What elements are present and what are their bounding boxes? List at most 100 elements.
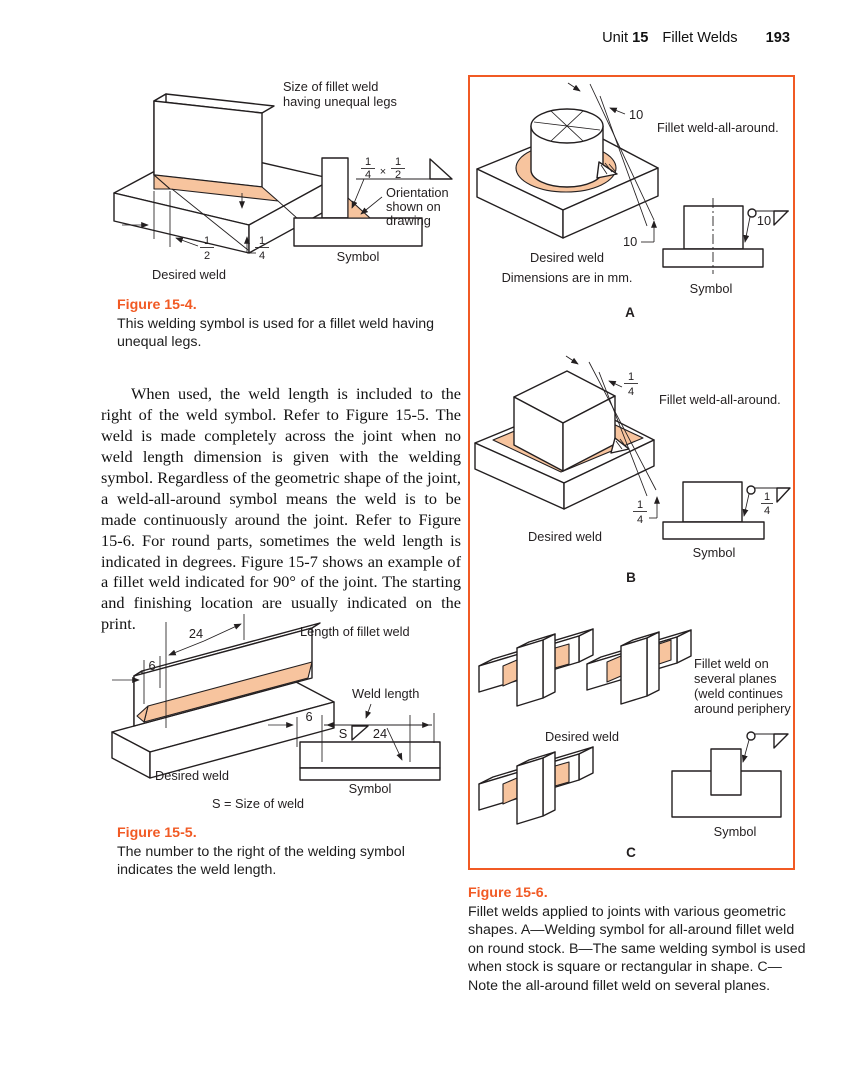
desired-weld-label: Desired weld [545, 729, 619, 744]
unit-number: 15 [632, 30, 649, 46]
orientation-note: Orientation shown on drawing [386, 185, 449, 228]
dim-10-bottom: 10 [623, 234, 637, 249]
svg-text:Size of fillet weld: Size of fillet weld [283, 79, 378, 94]
fillet-weld-all-around-note: Fillet weld-all-around. [657, 120, 779, 135]
fillet-weld-all-around-note: Fillet weld-all-around. [659, 392, 781, 407]
fillet-weld-symbol-triangle [351, 725, 369, 741]
symbol-cross-section: 1 4 × 1 2 [293, 156, 453, 247]
dim-one-half: 1 2 [200, 235, 214, 262]
figure-15-6-caption: Figure 15-6. Fillet welds applied to joi… [468, 884, 808, 996]
weld-all-around-symbol [746, 485, 756, 495]
svg-text:1: 1 [365, 156, 371, 168]
svg-text:shown on: shown on [386, 199, 441, 214]
section-letter-a: A [625, 305, 635, 320]
dim-one-quarter: 1 4 [255, 235, 269, 262]
svg-text:4: 4 [259, 250, 265, 262]
callout-size-of-fillet-weld: Size of fillet weld having unequal legs [283, 79, 397, 109]
fillet-weld-symbol-triangle [776, 487, 791, 503]
svg-text:several planes: several planes [694, 671, 777, 686]
tee-joint-isometric [113, 93, 334, 254]
body-paragraph: When used, the weld length is included t… [101, 384, 461, 634]
figure-15-6-section-a: 10 10 Fillet weld-all-around. Desired we… [476, 82, 789, 320]
dimension-lines: 24 6 [112, 614, 245, 728]
symbol-label: Symbol [714, 824, 757, 839]
several-planes-note: Fillet weld on several planes (weld cont… [694, 656, 791, 716]
cross-lap-joint-3 [478, 746, 594, 825]
svg-text:1: 1 [395, 156, 401, 168]
figure-15-4-drawing: 1 2 1 4 Size of fillet weld having unequ… [113, 79, 453, 282]
figure-15-6-section-b: 1 4 1 4 Fillet weld-all-around. Desired … [474, 355, 791, 585]
figure-15-5-drawing: 24 6 Length of fillet weld Weld length 6… [111, 614, 441, 811]
dimension-lines: 1 2 1 4 [122, 188, 299, 262]
dimension-lines: 10 10 [567, 82, 657, 249]
length-of-fillet-weld-label: Length of fillet weld [300, 624, 410, 639]
svg-text:(weld continues: (weld continues [694, 686, 783, 701]
svg-text:1: 1 [204, 235, 210, 247]
dim-one-quarter-bottom: 1 4 [633, 499, 647, 526]
fillet-weld-symbol-triangle [773, 210, 789, 226]
dim-10-symbol: 10 [757, 213, 771, 228]
cross-lap-joint-1 [478, 628, 594, 707]
figure-15-4-caption: Figure 15-4. This welding symbol is used… [117, 296, 462, 352]
svg-text:2: 2 [204, 250, 210, 262]
svg-text:1: 1 [628, 371, 634, 383]
fillet-weld-end [136, 705, 149, 723]
svg-text:Fillet weld on: Fillet weld on [694, 656, 769, 671]
dim-10-top: 10 [629, 107, 643, 122]
fillet-weld-end [153, 174, 171, 190]
weld-all-around-symbol [746, 731, 756, 741]
dim-24: 24 [189, 626, 203, 641]
unit-title: Fillet Welds [662, 30, 738, 46]
dimensions-note: Dimensions are in mm. [502, 270, 633, 285]
svg-text:around periphery).: around periphery). [694, 701, 791, 716]
unit-label: Unit [602, 30, 629, 46]
symbol-front-view: 1 4 [662, 481, 791, 540]
weld-size-one-quarter: 1 4 [761, 491, 773, 517]
dim-24-symbol: 24 [373, 726, 387, 741]
page-header: Unit 15 Fillet Welds 193 [602, 30, 790, 46]
figure-15-5-caption-title: Figure 15-5. [117, 825, 197, 841]
svg-text:Orientation: Orientation [386, 185, 449, 200]
weld-size-s: S [339, 726, 348, 741]
svg-text:4: 4 [365, 169, 371, 181]
tee-joint-isometric [111, 622, 335, 779]
figure-15-6-caption-title: Figure 15-6. [468, 885, 548, 901]
figure-15-6-caption-text: Fillet welds applied to joints with vari… [468, 903, 806, 994]
weld-length-label: Weld length [352, 686, 419, 701]
desired-weld-label: Desired weld [528, 529, 602, 544]
round-boss-isometric [476, 108, 659, 239]
symbol-label: Symbol [337, 249, 380, 264]
symbol-front-view [671, 731, 789, 818]
svg-text:1: 1 [259, 235, 265, 247]
page-number: 193 [765, 30, 790, 46]
desired-weld-label: Desired weld [155, 768, 229, 783]
svg-text:4: 4 [764, 505, 770, 517]
weld-section-wedge [610, 437, 630, 454]
symbol-side-view: 6 S 24 [268, 709, 441, 781]
square-boss-isometric [474, 370, 655, 510]
figure-15-4-caption-title: Figure 15-4. [117, 297, 197, 313]
figure-15-4-caption-text: This welding symbol is used for a fillet… [117, 315, 435, 351]
svg-text:drawing: drawing [386, 213, 431, 228]
times-sign: × [380, 166, 386, 178]
weld-all-around-symbol [747, 208, 757, 218]
figure-15-5-caption-text: The number to the right of the welding s… [117, 843, 405, 879]
svg-text:4: 4 [637, 514, 643, 526]
desired-weld-label: Desired weld [530, 250, 604, 265]
weld-size-one-quarter: 1 4 [361, 156, 375, 181]
svg-text:having unequal legs: having unequal legs [283, 94, 397, 109]
figure-15-6-frame: 10 10 Fillet weld-all-around. Desired we… [468, 75, 795, 870]
dim-one-quarter-top: 1 4 [624, 371, 638, 398]
symbol-front-view: 10 [662, 198, 789, 274]
weld-size-one-half: 1 2 [391, 156, 405, 181]
fillet-weld-section [347, 197, 371, 219]
figure-15-6-section-c: Desired weld Fillet weld on several plan… [478, 628, 791, 860]
symbol-label: Symbol [349, 781, 392, 796]
dim-6: 6 [148, 658, 155, 673]
figure-15-5-caption: Figure 15-5. The number to the right of … [117, 824, 462, 880]
svg-text:4: 4 [628, 386, 634, 398]
dimension-lines: 1 4 1 4 [565, 355, 660, 526]
svg-text:1: 1 [764, 491, 770, 503]
fillet-weld-symbol-triangle [429, 158, 453, 180]
dim-6-symbol: 6 [305, 709, 312, 724]
